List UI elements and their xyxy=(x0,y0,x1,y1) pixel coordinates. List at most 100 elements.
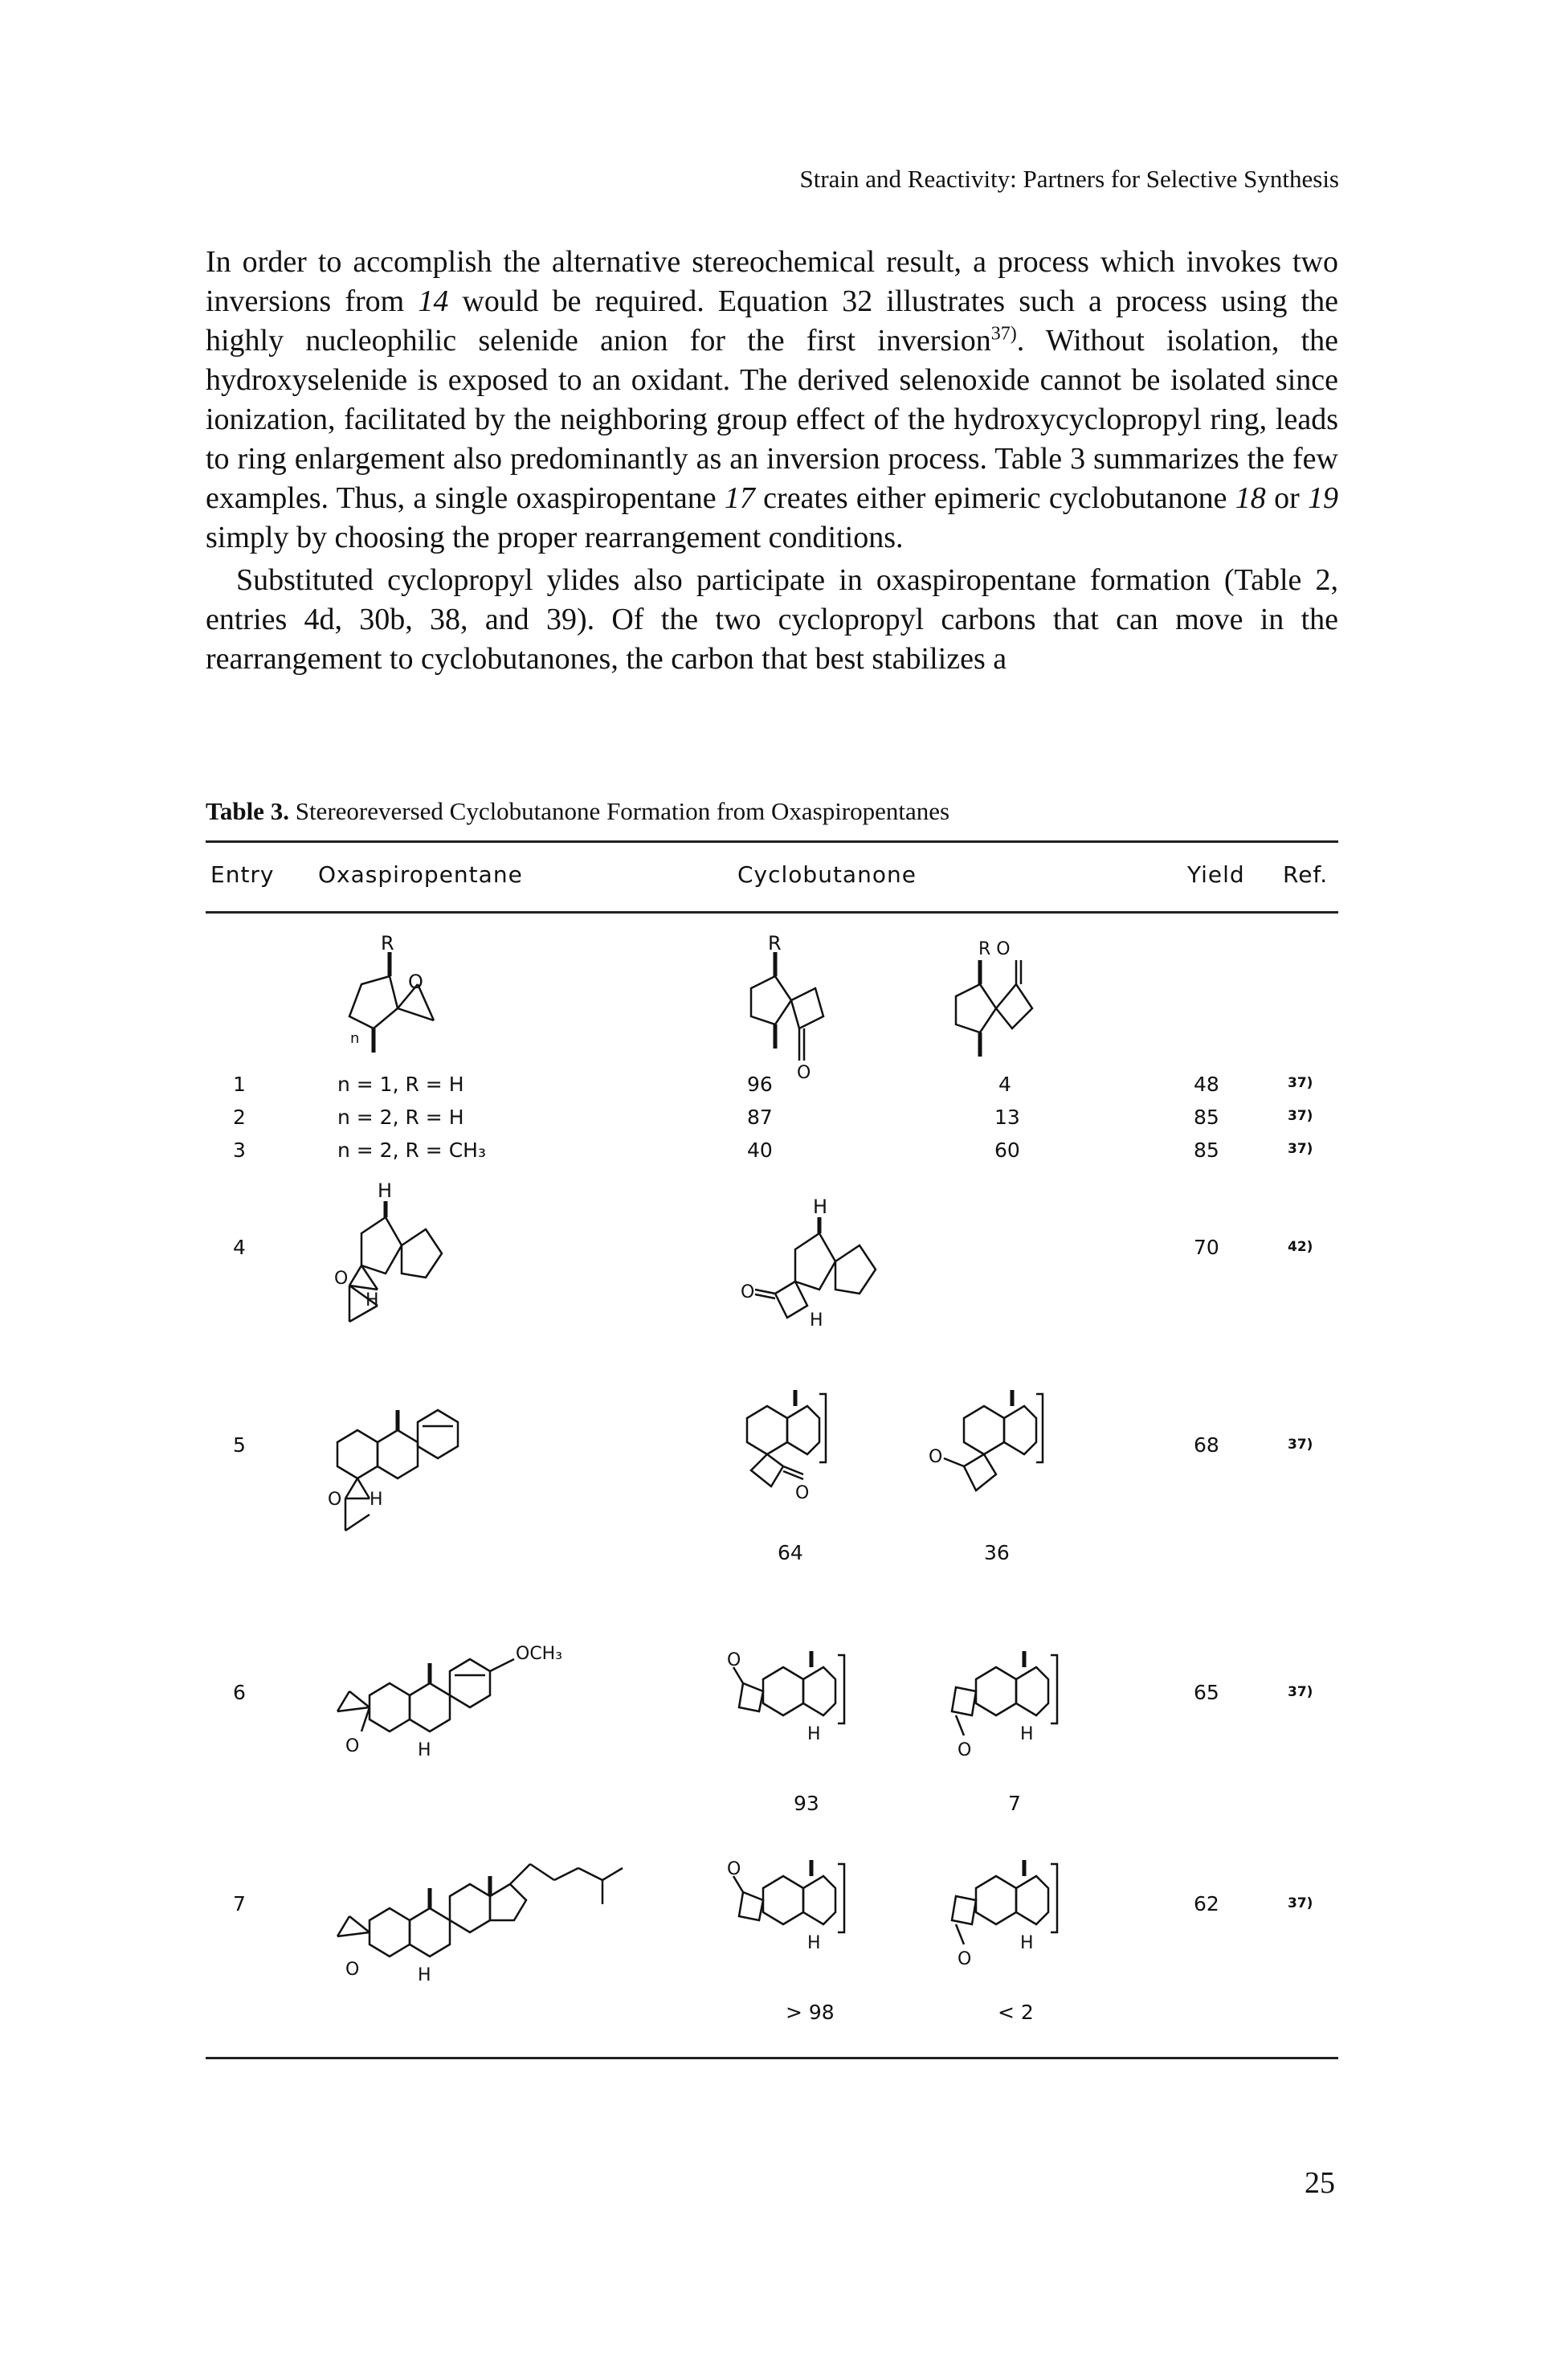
ratio-cell: 96 xyxy=(747,1073,773,1096)
text-run: . Without isolation, the hydroxyselenide… xyxy=(206,324,1338,515)
label-R: R xyxy=(381,932,394,955)
structure-cyclobutanone-6a: O H xyxy=(727,1643,880,1776)
yield-cell: 70 xyxy=(1194,1236,1219,1259)
substituent-cell: n = 2, R = H xyxy=(337,1106,464,1129)
ratio-cell: 60 xyxy=(994,1139,1020,1162)
label-OCH3: OCH₃ xyxy=(516,1644,562,1664)
text-run: In order to accomplish the alternative s… xyxy=(206,245,1338,318)
label-R: R xyxy=(768,932,782,955)
ref-cell: 37) xyxy=(1288,1895,1313,1911)
entry-cell: 2 xyxy=(233,1106,246,1129)
table-caption: Table 3. Stereoreversed Cyclobutanone Fo… xyxy=(206,797,949,826)
label-O: O xyxy=(334,1269,348,1289)
text-run: would be required. Equation 32 illustrat… xyxy=(206,284,1339,358)
structure-oxaspiropentane-generic: R O n xyxy=(321,932,482,1073)
header-cyclobutanone: Cyclobutanone xyxy=(737,861,917,888)
ref-cell: 37) xyxy=(1288,1437,1313,1453)
label-O: O xyxy=(328,1490,341,1510)
substituent-cell: n = 1, R = H xyxy=(337,1073,464,1096)
entry-cell: 3 xyxy=(233,1139,246,1162)
label-H: H xyxy=(807,1933,821,1953)
structure-cyclobutanone-b: R O xyxy=(932,939,1092,1073)
structure-oxaspiropentane-4: H O H xyxy=(321,1179,482,1362)
label-H: H xyxy=(378,1179,392,1202)
compound-ref: 14 xyxy=(418,284,449,318)
label-H: H xyxy=(810,1310,823,1331)
ref-cell: 42) xyxy=(1288,1239,1313,1255)
ratio-cell: 36 xyxy=(984,1541,1010,1564)
yield-cell: 65 xyxy=(1194,1681,1219,1704)
header-entry: Entry xyxy=(210,861,275,888)
ratio-cell: 13 xyxy=(994,1106,1020,1129)
header-ref: Ref. xyxy=(1283,861,1329,888)
compound-ref: 17 xyxy=(724,481,755,515)
table-caption-label: Table 3. xyxy=(206,797,289,825)
structure-cyclobutanone-7a: O H xyxy=(727,1852,880,1985)
paragraph-2: Substituted cyclopropyl ylides also part… xyxy=(206,563,1338,676)
table-header-rule xyxy=(206,911,1338,914)
label-n: n xyxy=(350,1030,359,1047)
paragraph-1: In order to accomplish the alternative s… xyxy=(206,243,1338,558)
label-O: O xyxy=(727,1650,741,1670)
label-H: H xyxy=(418,1740,431,1760)
ratio-cell: 93 xyxy=(794,1792,819,1815)
entry-cell: 4 xyxy=(233,1236,246,1259)
running-head: Strain and Reactivity: Partners for Sele… xyxy=(799,165,1339,193)
text-run: simply by choosing the proper rearrangem… xyxy=(206,521,904,554)
structure-cyclobutanone-5b: O xyxy=(929,1386,1084,1535)
label-O: O xyxy=(958,1740,971,1760)
header-yield: Yield xyxy=(1187,861,1245,888)
ratio-cell: 7 xyxy=(1008,1792,1021,1815)
table-caption-text: Stereoreversed Cyclobutanone Formation f… xyxy=(295,797,950,825)
label-O: O xyxy=(795,1483,809,1503)
ref-cell: 37) xyxy=(1288,1108,1313,1124)
substituent-cell: n = 2, R = CH₃ xyxy=(337,1139,486,1162)
table-bottom-rule xyxy=(206,2057,1338,2059)
body-text: In order to accomplish the alternative s… xyxy=(206,243,1338,679)
ratio-cell: 87 xyxy=(747,1106,773,1129)
ratio-cell: 4 xyxy=(998,1073,1011,1096)
ratio-cell: 40 xyxy=(747,1139,773,1162)
ratio-cell: 64 xyxy=(778,1541,803,1564)
label-O: O xyxy=(727,1859,741,1879)
label-O: O xyxy=(345,1736,359,1756)
citation: 37) xyxy=(990,323,1017,345)
ref-cell: 37) xyxy=(1288,1141,1313,1157)
label-O: O xyxy=(958,1949,971,1969)
entry-cell: 6 xyxy=(233,1681,246,1704)
ref-cell: 37) xyxy=(1288,1075,1313,1091)
structure-oxaspiropentane-7: O H xyxy=(313,1832,651,2005)
compound-ref: 19 xyxy=(1308,481,1338,515)
label-O: O xyxy=(345,1960,359,1980)
structure-cyclobutanone-4: H O H xyxy=(739,1196,900,1354)
table-top-rule xyxy=(206,840,1338,843)
ref-cell: 37) xyxy=(1288,1684,1313,1700)
label-H: H xyxy=(1020,1724,1034,1744)
label-H: H xyxy=(418,1965,431,1985)
yield-cell: 85 xyxy=(1194,1106,1219,1129)
label-H: H xyxy=(365,1290,379,1310)
label-H: H xyxy=(813,1196,827,1218)
structure-cyclobutanone-5a: O xyxy=(731,1386,884,1535)
entry-cell: 1 xyxy=(233,1073,246,1096)
yield-cell: 85 xyxy=(1194,1139,1219,1162)
label-O: O xyxy=(741,1282,754,1302)
header-oxaspiropentane: Oxaspiropentane xyxy=(318,861,523,888)
page-number: 25 xyxy=(1305,2166,1335,2200)
label-O: O xyxy=(408,971,423,993)
label-H: H xyxy=(1020,1933,1034,1953)
entry-cell: 7 xyxy=(233,1892,246,1915)
label-H: H xyxy=(807,1724,821,1744)
label-O: O xyxy=(797,1063,811,1083)
text-run: or xyxy=(1265,481,1308,515)
yield-cell: 68 xyxy=(1194,1433,1219,1457)
text-run: creates either epimeric cyclobutanone xyxy=(754,481,1235,515)
yield-cell: 48 xyxy=(1194,1073,1219,1096)
structure-cyclobutanone-a: R O xyxy=(723,932,884,1083)
structure-cyclobutanone-7b: O H xyxy=(932,1852,1084,2001)
structure-oxaspiropentane-6: OCH₃ O H xyxy=(313,1615,586,1788)
label-H: H xyxy=(370,1490,383,1510)
yield-cell: 62 xyxy=(1194,1892,1219,1915)
ratio-cell: > 98 xyxy=(786,2001,835,2024)
label-O: O xyxy=(929,1447,942,1467)
